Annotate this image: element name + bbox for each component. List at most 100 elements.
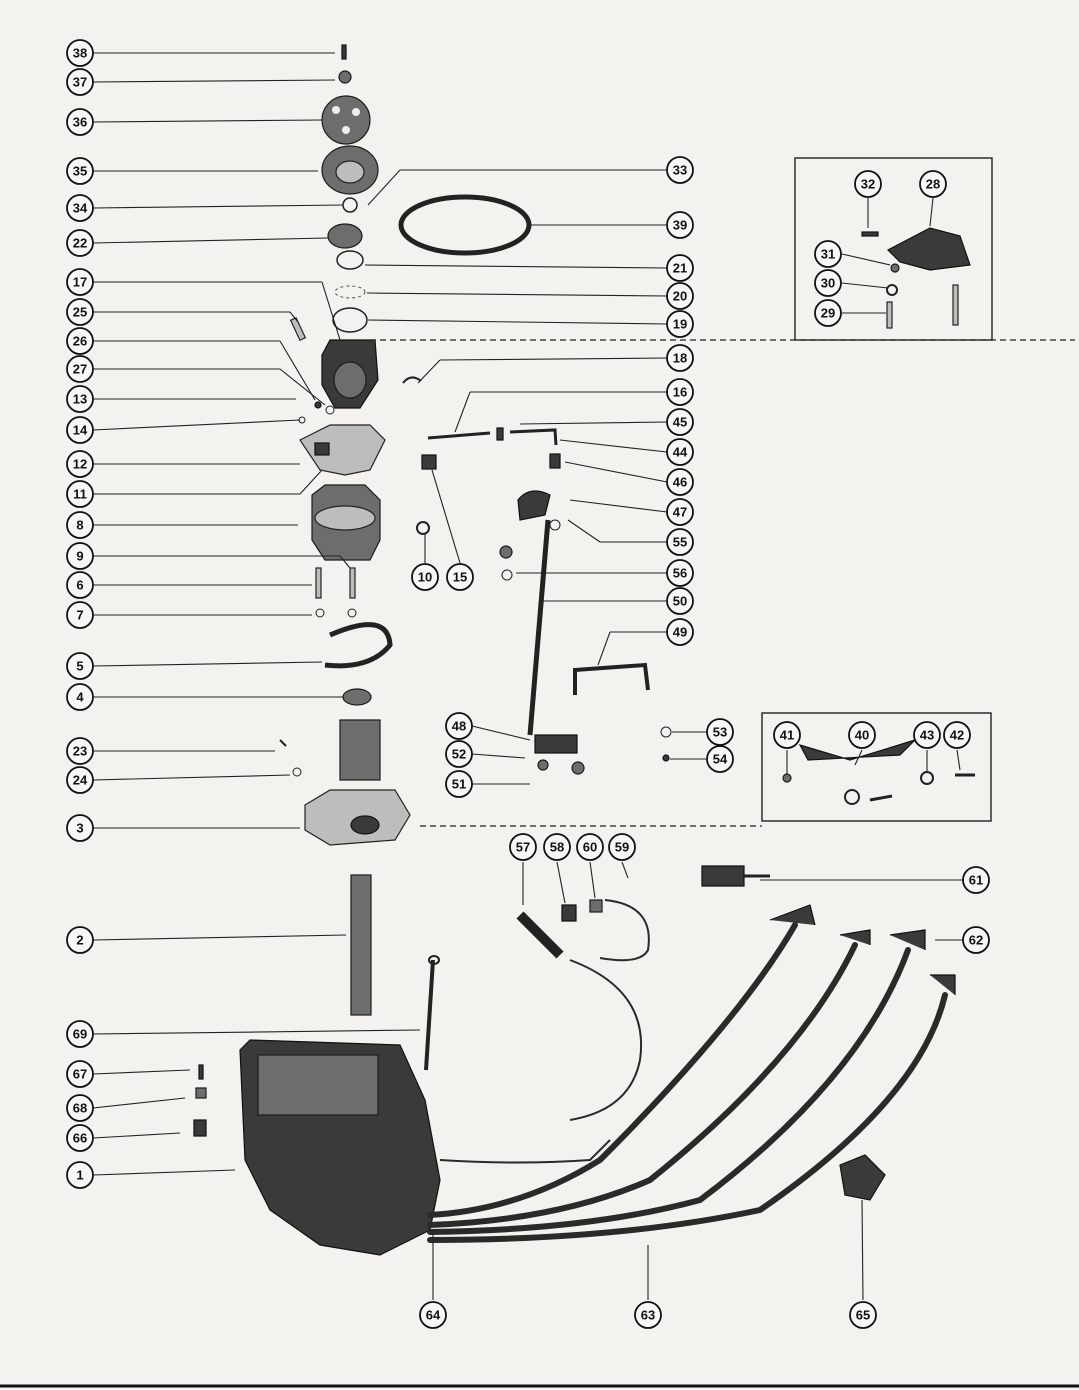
callout-40: 40 xyxy=(848,721,876,749)
callout-29: 29 xyxy=(814,299,842,327)
callout-4: 4 xyxy=(66,683,94,711)
svg-text:33: 33 xyxy=(673,163,687,178)
callout-45: 45 xyxy=(666,408,694,436)
svg-text:23: 23 xyxy=(73,744,87,759)
callout-50: 50 xyxy=(666,587,694,615)
callout-44: 44 xyxy=(666,438,694,466)
callout-10: 10 xyxy=(411,563,439,591)
svg-text:61: 61 xyxy=(969,873,983,888)
callout-25: 25 xyxy=(66,298,94,326)
callout-49: 49 xyxy=(666,618,694,646)
svg-text:13: 13 xyxy=(73,392,87,407)
svg-text:16: 16 xyxy=(673,385,687,400)
svg-text:67: 67 xyxy=(73,1067,87,1082)
callout-15: 15 xyxy=(446,563,474,591)
svg-text:3: 3 xyxy=(76,821,83,836)
callout-54: 54 xyxy=(706,745,734,773)
callout-6: 6 xyxy=(66,571,94,599)
svg-text:59: 59 xyxy=(615,840,629,855)
callout-17: 17 xyxy=(66,268,94,296)
svg-text:8: 8 xyxy=(76,518,83,533)
callout-52: 52 xyxy=(445,740,473,768)
svg-text:26: 26 xyxy=(73,334,87,349)
svg-text:28: 28 xyxy=(926,177,940,192)
svg-text:43: 43 xyxy=(920,728,934,743)
callout-36: 36 xyxy=(66,108,94,136)
svg-text:5: 5 xyxy=(76,659,83,674)
svg-text:52: 52 xyxy=(452,747,466,762)
svg-text:54: 54 xyxy=(713,752,728,767)
svg-text:35: 35 xyxy=(73,164,87,179)
callout-7: 7 xyxy=(66,601,94,629)
svg-text:63: 63 xyxy=(641,1308,655,1323)
callout-53: 53 xyxy=(706,718,734,746)
callout-34: 34 xyxy=(66,194,94,222)
svg-text:57: 57 xyxy=(516,840,530,855)
callout-61: 61 xyxy=(962,866,990,894)
callout-46: 46 xyxy=(666,468,694,496)
callout-16: 16 xyxy=(666,378,694,406)
callout-19: 19 xyxy=(666,310,694,338)
callout-48: 48 xyxy=(445,712,473,740)
callout-57: 57 xyxy=(509,833,537,861)
svg-text:10: 10 xyxy=(418,570,432,585)
svg-text:22: 22 xyxy=(73,236,87,251)
callout-labels: 38 37 36 35 34 22 17 25 26 27 13 14 12 1… xyxy=(66,39,990,1329)
callout-41: 41 xyxy=(773,721,801,749)
svg-text:48: 48 xyxy=(452,719,466,734)
callout-47: 47 xyxy=(666,498,694,526)
svg-text:31: 31 xyxy=(821,247,835,262)
svg-text:4: 4 xyxy=(76,690,84,705)
callout-9: 9 xyxy=(66,542,94,570)
svg-text:53: 53 xyxy=(713,725,727,740)
callout-69: 69 xyxy=(66,1020,94,1048)
svg-text:36: 36 xyxy=(73,115,87,130)
callout-38: 38 xyxy=(66,39,94,67)
callout-63: 63 xyxy=(634,1301,662,1329)
callout-67: 67 xyxy=(66,1060,94,1088)
callout-11: 11 xyxy=(66,480,94,508)
callout-20: 20 xyxy=(666,282,694,310)
svg-text:47: 47 xyxy=(673,505,687,520)
callout-24: 24 xyxy=(66,766,94,794)
leader-lines xyxy=(92,52,963,1301)
svg-text:60: 60 xyxy=(583,840,597,855)
svg-text:12: 12 xyxy=(73,457,87,472)
svg-text:1: 1 xyxy=(76,1168,83,1183)
svg-text:39: 39 xyxy=(673,218,687,233)
callout-5: 5 xyxy=(66,652,94,680)
svg-text:6: 6 xyxy=(76,578,83,593)
callout-12: 12 xyxy=(66,450,94,478)
svg-text:2: 2 xyxy=(76,933,83,948)
callout-8: 8 xyxy=(66,511,94,539)
callout-32: 32 xyxy=(854,170,882,198)
callout-62: 62 xyxy=(962,926,990,954)
callout-65: 65 xyxy=(849,1301,877,1329)
callout-30: 30 xyxy=(814,269,842,297)
callout-58: 58 xyxy=(543,833,571,861)
callout-23: 23 xyxy=(66,737,94,765)
callout-42: 42 xyxy=(943,721,971,749)
svg-text:15: 15 xyxy=(453,570,467,585)
callout-66: 66 xyxy=(66,1124,94,1152)
callout-35: 35 xyxy=(66,157,94,185)
svg-text:37: 37 xyxy=(73,75,87,90)
part-drawings xyxy=(0,44,1079,1388)
callout-43: 43 xyxy=(913,721,941,749)
svg-text:27: 27 xyxy=(73,362,87,377)
svg-text:42: 42 xyxy=(950,728,964,743)
svg-text:34: 34 xyxy=(73,201,88,216)
callout-13: 13 xyxy=(66,385,94,413)
callout-39: 39 xyxy=(666,211,694,239)
callout-33: 33 xyxy=(666,156,694,184)
svg-text:32: 32 xyxy=(861,177,875,192)
svg-text:17: 17 xyxy=(73,275,87,290)
svg-text:25: 25 xyxy=(73,305,87,320)
svg-text:30: 30 xyxy=(821,276,835,291)
svg-text:56: 56 xyxy=(673,566,687,581)
callout-55: 55 xyxy=(666,528,694,556)
svg-text:58: 58 xyxy=(550,840,564,855)
svg-text:18: 18 xyxy=(673,351,687,366)
callout-27: 27 xyxy=(66,355,94,383)
